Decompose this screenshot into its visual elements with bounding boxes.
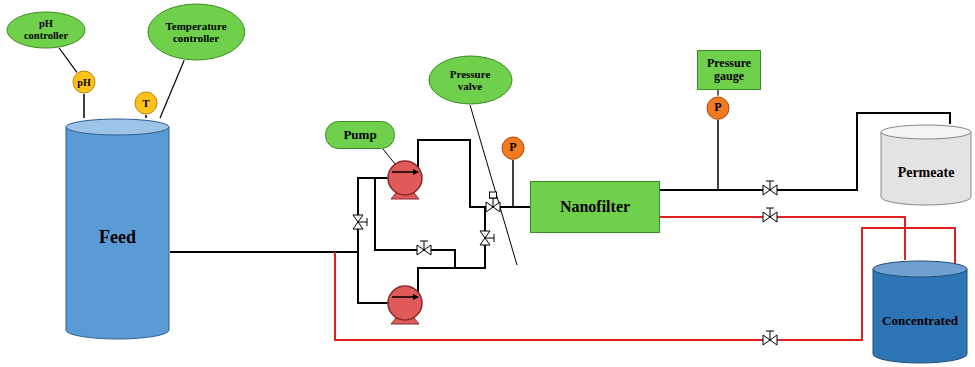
pump-symbol: [388, 161, 422, 199]
feed-tank: Feed: [65, 118, 170, 340]
node-label: P: [714, 101, 721, 114]
pump-callout: Pump: [325, 121, 395, 149]
node-label: Pressure gauge: [702, 57, 756, 83]
leader-line: [383, 105, 517, 265]
valve-callout: Pressure valve: [428, 55, 513, 105]
node-label: P: [509, 141, 516, 154]
node-outline: [872, 260, 968, 364]
node-label: Permeate: [898, 165, 955, 180]
nanofilter-unit: Nanofilter: [530, 181, 660, 233]
node-label: Temperature controller: [159, 20, 234, 44]
node-label: Pressure valve: [438, 68, 502, 92]
permeate-tank: Permeate: [880, 124, 972, 206]
callout-tail: [59, 48, 77, 72]
valve-symbol: [353, 181, 777, 345]
pump-symbol: [388, 286, 422, 324]
node-outline: [880, 124, 972, 206]
callout-tail: [160, 60, 184, 118]
gauge-callout: Pressure gauge: [697, 50, 761, 90]
sensor-line: [145, 115, 147, 118]
sensor-line: [83, 94, 85, 118]
node-label: Feed: [99, 228, 136, 248]
controller-callout: pH controller: [6, 11, 86, 49]
callout-tail: [717, 90, 718, 96]
pipe-network: [358, 178, 485, 303]
concentrate-tank: Concentrated: [872, 260, 968, 364]
temperature-sensor: T: [134, 91, 158, 115]
node-label: Nanofilter: [560, 198, 630, 216]
node-label: Pump: [343, 128, 376, 142]
pressure-gauge: P: [706, 96, 730, 120]
concentrate-pipe: [660, 217, 905, 260]
node-label: T: [142, 97, 149, 109]
return-line: [335, 228, 955, 340]
controller-callout: Temperature controller: [147, 3, 246, 61]
node-label: Concentrated: [882, 314, 958, 328]
feed-pipe: [170, 140, 530, 252]
node-label: pH: [77, 77, 90, 88]
node-label: pH controller: [16, 18, 76, 41]
pressure-gauge: P: [501, 136, 525, 160]
ph-sensor: pH: [72, 70, 96, 94]
